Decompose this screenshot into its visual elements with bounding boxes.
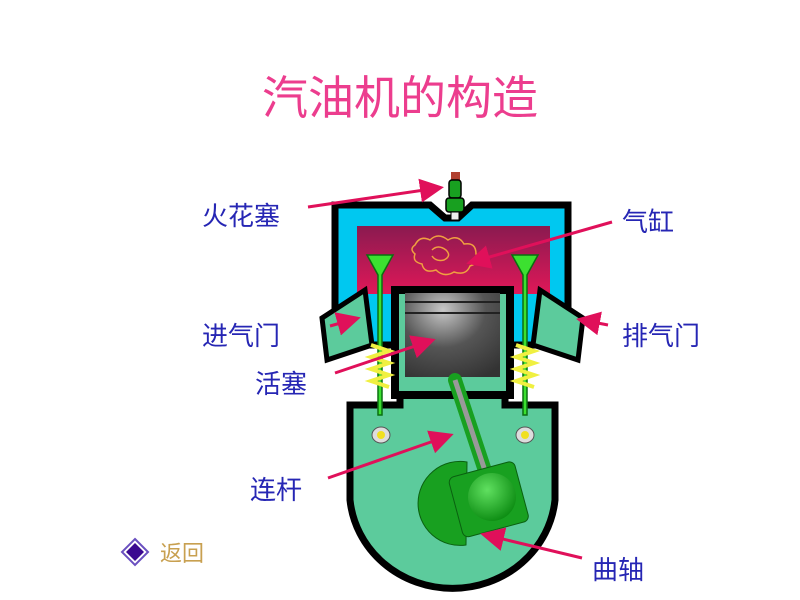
label-piston: 活塞 (255, 370, 308, 400)
back-label: 返回 (160, 542, 205, 567)
back-link[interactable]: 返回 (120, 536, 204, 568)
label-exhaust-valve: 排气门 (622, 322, 701, 352)
piston (405, 293, 500, 377)
arrow-piston (334, 335, 436, 375)
label-connecting-rod: 连杆 (250, 476, 303, 506)
diamond-icon (120, 537, 150, 567)
arrow-exhaust-valve (576, 311, 609, 336)
crankshaft (468, 473, 516, 521)
label-cylinder: 气缸 (622, 208, 675, 238)
pointer-arrows (307, 178, 613, 560)
page-title: 汽油机的构造 (262, 71, 538, 125)
exhaust-port (530, 285, 586, 364)
label-crankshaft: 曲轴 (592, 556, 645, 586)
arrow-intake-valve (329, 312, 361, 336)
exhaust-valve (509, 254, 541, 444)
label-spark-plug: 火花塞 (202, 202, 281, 232)
intake-port (319, 285, 375, 364)
arrow-connecting-rod (327, 430, 454, 480)
intake-valve (364, 254, 396, 444)
arrow-spark-plug (307, 178, 444, 209)
label-intake-valve: 进气门 (202, 322, 281, 352)
arrow-crankshaft (480, 527, 583, 560)
spark-plug (445, 172, 465, 221)
arrow-cylinder (466, 220, 613, 269)
